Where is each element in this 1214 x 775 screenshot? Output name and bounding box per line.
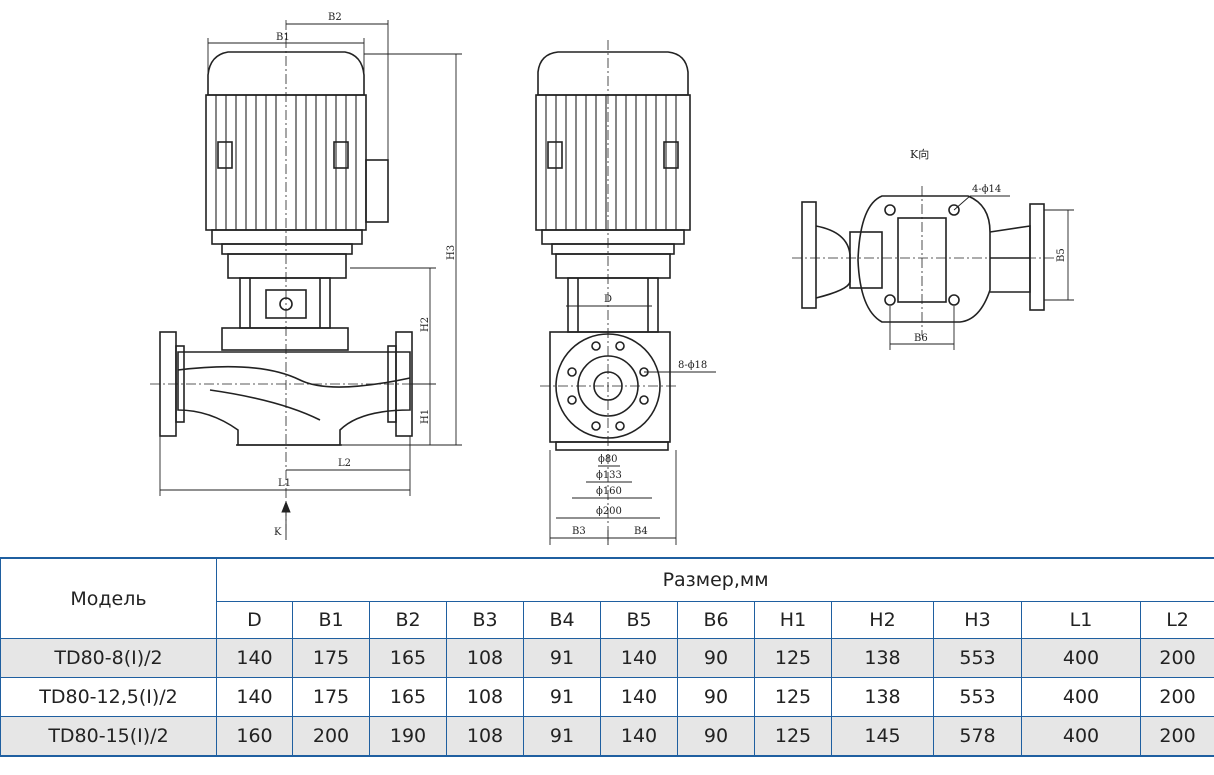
model-cell: TD80-12,5(I)/2 (0, 677, 217, 717)
model-column-header: Модель (0, 557, 217, 639)
value-cell: 175 (292, 677, 370, 717)
column-header: B2 (369, 601, 447, 639)
side-view-centerlines (150, 20, 430, 530)
value-cell: 90 (677, 716, 755, 757)
value-cell: 90 (677, 677, 755, 717)
value-cell: 140 (600, 677, 678, 717)
dim-label-b5: B5 (1056, 248, 1067, 262)
dim-label-d200: ϕ200 (596, 506, 622, 517)
value-cell: 91 (523, 677, 601, 717)
table-row: TD80-15(I)/2 160 200 190 108 91 140 90 1… (0, 716, 1214, 757)
bottom-view-centerlines (792, 186, 1056, 336)
dim-label-d: D (604, 294, 612, 305)
value-cell: 145 (831, 716, 934, 757)
pump-technical-drawing: B2 B1 L2 L1 H3 H2 H1 K (150, 12, 1074, 545)
dim-label-b4: B4 (634, 526, 648, 537)
column-header: B1 (292, 601, 370, 639)
model-cell: TD80-15(I)/2 (0, 716, 217, 757)
value-cell: 165 (369, 677, 447, 717)
column-header: H3 (933, 601, 1022, 639)
value-cell: 125 (754, 638, 832, 678)
front-view-centerlines (540, 40, 676, 545)
dim-label-l2: L2 (338, 458, 351, 469)
column-header: D (216, 601, 293, 639)
value-cell: 400 (1021, 638, 1141, 678)
base-holes-label: 4-ϕ14 (972, 184, 1001, 195)
column-header: H2 (831, 601, 934, 639)
value-cell: 125 (754, 677, 832, 717)
flange-holes-label: 8-ϕ18 (678, 360, 707, 371)
column-header: L2 (1139, 601, 1214, 639)
value-cell: 140 (600, 638, 678, 678)
dim-label-l1: L1 (278, 478, 291, 489)
value-cell: 400 (1021, 677, 1141, 717)
value-cell: 578 (933, 716, 1022, 757)
side-view-dimensions (159, 20, 462, 540)
value-cell: 553 (933, 638, 1022, 678)
value-cell: 91 (523, 638, 601, 678)
size-group-header: Размер,мм (215, 557, 1214, 602)
value-cell: 140 (216, 638, 293, 678)
dim-label-b1: B1 (276, 32, 290, 43)
value-cell: 140 (600, 716, 678, 757)
front-view-dimensions (549, 305, 716, 545)
value-cell: 90 (677, 638, 755, 678)
dim-label-d80: ϕ80 (598, 454, 618, 465)
column-header: B3 (446, 601, 524, 639)
dim-label-b6: B6 (914, 333, 928, 344)
column-header: L1 (1021, 601, 1141, 639)
dimensions-table: Модель Размер,мм D B1 B2 B3 B4 B5 B6 H1 … (0, 557, 1214, 757)
table-row: TD80-12,5(I)/2 140 175 165 108 91 140 90… (0, 677, 1214, 717)
value-cell: 138 (831, 638, 934, 678)
value-cell: 400 (1021, 716, 1141, 757)
dim-label-b2: B2 (328, 12, 342, 23)
value-cell: 200 (1139, 638, 1214, 678)
value-cell: 108 (446, 716, 524, 757)
value-cell: 175 (292, 638, 370, 678)
column-header: B5 (600, 601, 678, 639)
dim-label-h2: H2 (420, 317, 431, 332)
view-title-k: K向 (910, 147, 929, 161)
table-row: TD80-8(I)/2 140 175 165 108 91 140 90 12… (0, 638, 1214, 678)
value-cell: 108 (446, 638, 524, 678)
value-cell: 190 (369, 716, 447, 757)
dim-label-b3: B3 (572, 526, 586, 537)
bottom-view-dimensions (889, 195, 1074, 350)
dim-label-h1: H1 (420, 409, 431, 424)
value-cell: 160 (216, 716, 293, 757)
column-header: B6 (677, 601, 755, 639)
value-cell: 125 (754, 716, 832, 757)
value-cell: 138 (831, 677, 934, 717)
dim-label-h3: H3 (446, 245, 457, 260)
value-cell: 553 (933, 677, 1022, 717)
value-cell: 200 (1139, 677, 1214, 717)
dim-label-d133: ϕ133 (596, 470, 622, 481)
view-direction-k: K (274, 527, 282, 538)
value-cell: 108 (446, 677, 524, 717)
value-cell: 200 (292, 716, 370, 757)
bottom-view (801, 195, 1045, 323)
value-cell: 140 (216, 677, 293, 717)
value-cell: 200 (1139, 716, 1214, 757)
column-header: B4 (523, 601, 601, 639)
dim-label-d160: ϕ160 (596, 486, 622, 497)
column-header: H1 (754, 601, 832, 639)
value-cell: 91 (523, 716, 601, 757)
model-cell: TD80-8(I)/2 (0, 638, 217, 678)
front-view (535, 51, 691, 451)
value-cell: 165 (369, 638, 447, 678)
